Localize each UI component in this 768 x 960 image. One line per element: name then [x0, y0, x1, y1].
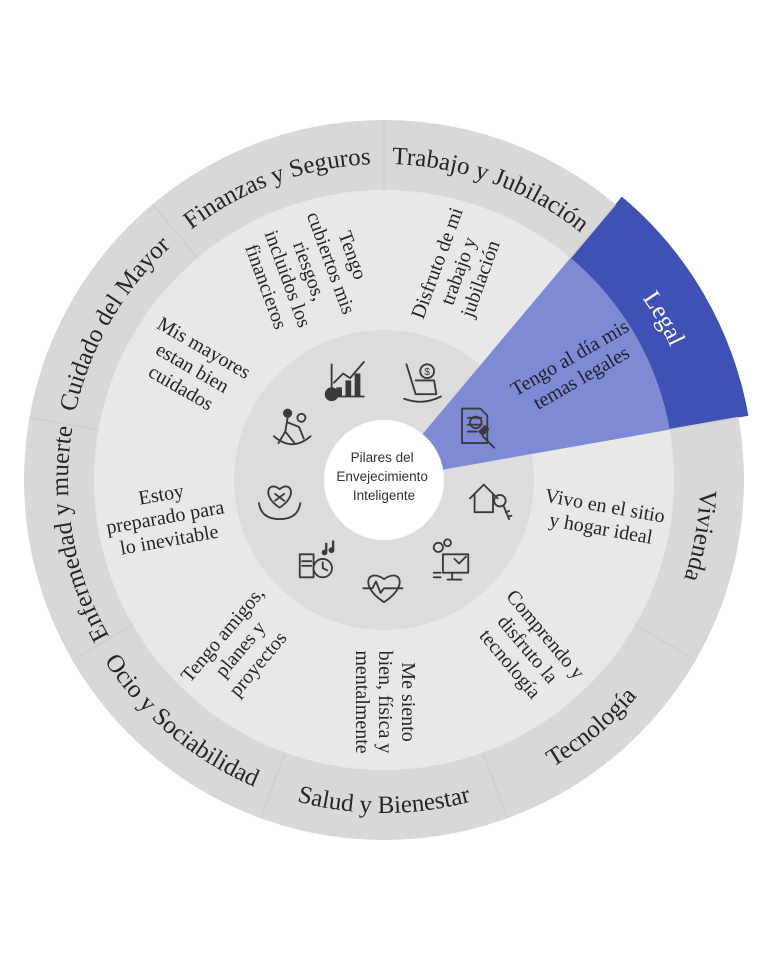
- sector-divider: [634, 624, 697, 661]
- svg-text:Me sientobien, física ymentalm: Me sientobien, física ymentalmente: [351, 650, 419, 753]
- statement-line: bien, física y: [374, 651, 396, 754]
- care-elderly-icon: [272, 408, 312, 446]
- svg-text:$: $: [424, 367, 430, 378]
- sector-divider: [669, 416, 739, 431]
- legal-sector-outer-highlight: [570, 196, 749, 430]
- sector-divider: [71, 624, 134, 661]
- retirement-rocking-chair-icon: $: [403, 363, 442, 403]
- center-layer: Pilares del Envejecimiento Inteligente: [324, 420, 444, 540]
- icons-layer: $: [257, 361, 513, 604]
- leisure-music-icon: [298, 540, 335, 579]
- sector-divider: [260, 752, 286, 819]
- finance-chart-icon: [324, 361, 365, 402]
- house-keys-icon: [469, 483, 513, 521]
- svg-text:Mis mayoresestan biencuidados: Mis mayoresestan biencuidados: [130, 312, 254, 423]
- statement-line: mentalmente: [351, 650, 373, 753]
- heart-hands-icon: [257, 485, 302, 521]
- heart-pulse-icon: [362, 574, 404, 604]
- pillar-statement-salud-y-bienestar: Me sientobien, física ymentalmente: [351, 650, 419, 753]
- sector-divider: [152, 203, 199, 259]
- computer-gears-icon: [432, 538, 470, 581]
- center-title-line-2: Envejecimiento: [336, 469, 428, 484]
- center-title: Pilares del Envejecimiento Inteligente: [336, 450, 431, 503]
- sector-divider: [569, 203, 616, 259]
- center-title-line-3: Inteligente: [353, 488, 415, 503]
- center-circle: [324, 420, 444, 540]
- statement-line: Me siento: [397, 662, 419, 741]
- center-title-line-1: Pilares del: [351, 450, 414, 465]
- sector-divider: [29, 416, 99, 431]
- legal-document-gavel-icon: [461, 407, 496, 449]
- pillar-statement-cuidado-del-mayor: Mis mayoresestan biencuidados: [130, 312, 255, 423]
- sector-divider: [482, 752, 508, 819]
- legal-sector-inner-highlight: [422, 257, 670, 470]
